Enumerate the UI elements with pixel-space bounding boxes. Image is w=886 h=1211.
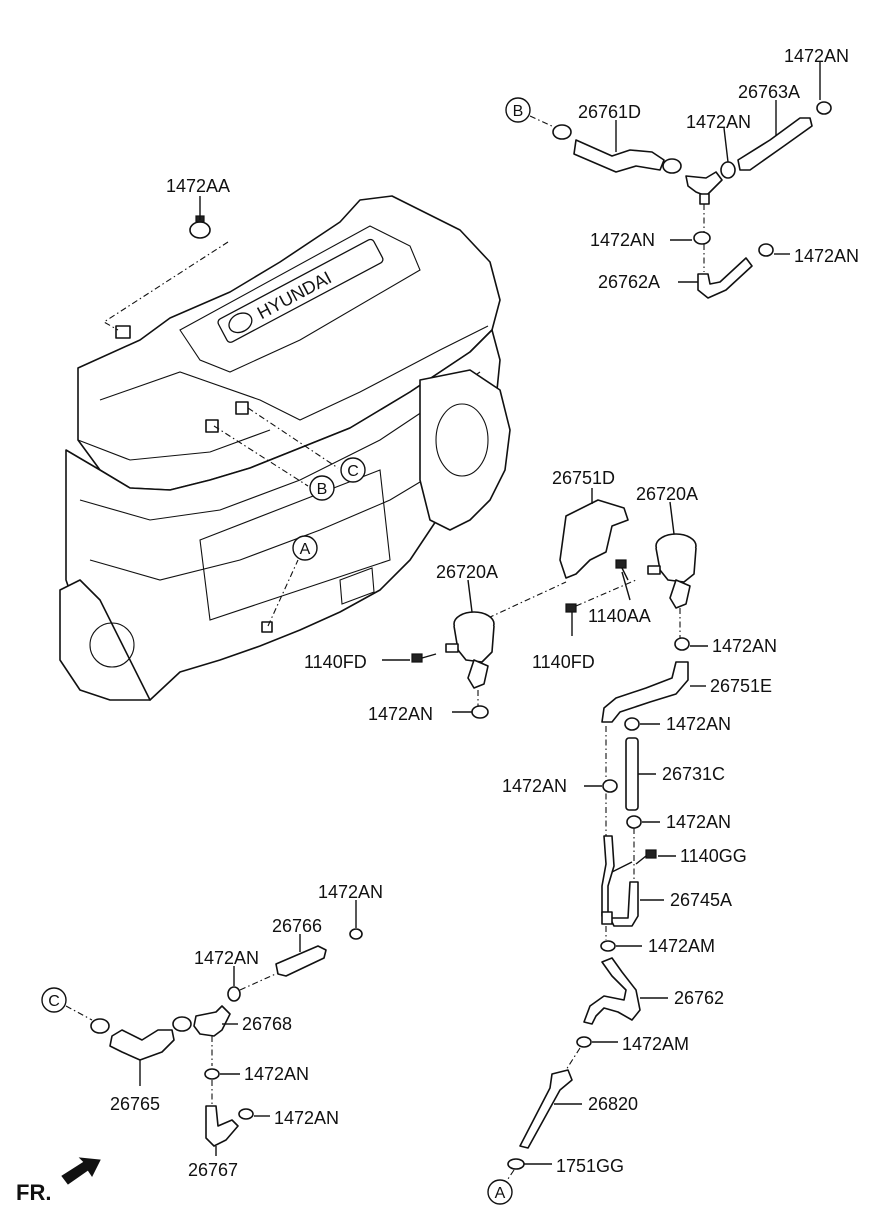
- bolt-1140gg: [635, 849, 657, 865]
- callout-c-bottom: C: [41, 987, 67, 1013]
- svg-text:B: B: [317, 481, 328, 498]
- svg-text:FR.: FR.: [16, 1180, 51, 1205]
- tee-26768: [193, 1005, 231, 1037]
- label-1472an-tr1: 1472AN: [784, 46, 849, 66]
- separator-26720a-left: [445, 611, 495, 689]
- callout-a-engine: A: [292, 535, 318, 561]
- label-1140fd-right: 1140FD: [532, 652, 595, 672]
- svg-text:C: C: [48, 993, 60, 1010]
- svg-text:A: A: [300, 541, 311, 558]
- label-26720a-right: 26720A: [636, 484, 698, 504]
- front-direction-indicator: FR.: [16, 1157, 101, 1205]
- bolt-1140fd-right: [565, 603, 577, 636]
- bolt-1140fd-left: [411, 653, 437, 663]
- label-1472aa: 1472AA: [166, 176, 230, 196]
- label-1140fd-left: 1140FD: [304, 652, 367, 672]
- hose-26767: [205, 1105, 239, 1147]
- engine-flywheel-housing: [419, 369, 511, 531]
- label-1472am-2: 1472AM: [622, 1034, 689, 1054]
- label-1472am-1: 1472AM: [648, 936, 715, 956]
- hose-26765: [109, 1029, 175, 1061]
- callout-a-bottom: A: [487, 1179, 513, 1205]
- label-1472an-b3: 1472AN: [244, 1064, 309, 1084]
- callout-b-engine: B: [309, 475, 335, 501]
- bracket-26751d: [559, 499, 629, 579]
- clamp-b-top: [552, 124, 572, 140]
- label-26745a: 26745A: [670, 890, 732, 910]
- label-1751gg: 1751GG: [556, 1156, 624, 1176]
- label-26766: 26766: [272, 916, 322, 936]
- label-26761d: 26761D: [578, 102, 641, 122]
- hose-26766: [275, 945, 327, 977]
- label-1472an-b1: 1472AN: [318, 882, 383, 902]
- callout-b-top: B: [505, 97, 531, 123]
- label-1472an-m2: 1472AN: [368, 704, 433, 724]
- label-1472an-tr2: 1472AN: [686, 112, 751, 132]
- label-26768: 26768: [242, 1014, 292, 1034]
- label-1472an-m4: 1472AN: [502, 776, 567, 796]
- label-26762a: 26762A: [598, 272, 660, 292]
- hose-26761d: [573, 139, 665, 173]
- label-1472an-m5: 1472AN: [666, 812, 731, 832]
- tube-26820: [519, 1069, 573, 1149]
- label-1472an-tr3: 1472AN: [590, 230, 655, 250]
- svg-text:B: B: [513, 103, 524, 120]
- label-26820: 26820: [588, 1094, 638, 1114]
- label-1472an-b2: 1472AN: [194, 948, 259, 968]
- engine-front-cover: [59, 579, 151, 701]
- label-1140aa: 1140AA: [588, 606, 651, 626]
- hose-26751e: [601, 661, 689, 723]
- callout-c-engine: C: [340, 457, 366, 483]
- label-1472an-b4: 1472AN: [274, 1108, 339, 1128]
- label-26765: 26765: [110, 1094, 160, 1114]
- label-1472an-tr4: 1472AN: [794, 246, 859, 266]
- pipe-26745a: [601, 835, 615, 917]
- label-1472an-m3: 1472AN: [666, 714, 731, 734]
- label-26751e: 26751E: [710, 676, 772, 696]
- label-26763a: 26763A: [738, 82, 800, 102]
- grommet-1751gg: [507, 1158, 525, 1170]
- hose-26762: [583, 957, 641, 1025]
- label-26720a-left: 26720A: [436, 562, 498, 582]
- label-1472an-m1: 1472AN: [712, 636, 777, 656]
- front-arrow-icon: [61, 1157, 101, 1185]
- label-26751d: 26751D: [552, 468, 615, 488]
- tee-fitting-top: [685, 171, 723, 197]
- hose-26763a: [737, 117, 813, 171]
- label-26731c: 26731C: [662, 764, 725, 784]
- tube-26731c: [625, 737, 639, 811]
- svg-text:C: C: [347, 463, 359, 480]
- bolt-1140aa: [615, 559, 629, 581]
- label-26767: 26767: [188, 1160, 238, 1180]
- separator-26720a-right: [647, 533, 697, 609]
- svg-text:A: A: [495, 1185, 506, 1202]
- label-1140gg: 1140GG: [680, 846, 747, 866]
- label-26762: 26762: [674, 988, 724, 1008]
- hose-26762a: [697, 257, 753, 299]
- engine-block: HYUNDAI: [59, 195, 511, 701]
